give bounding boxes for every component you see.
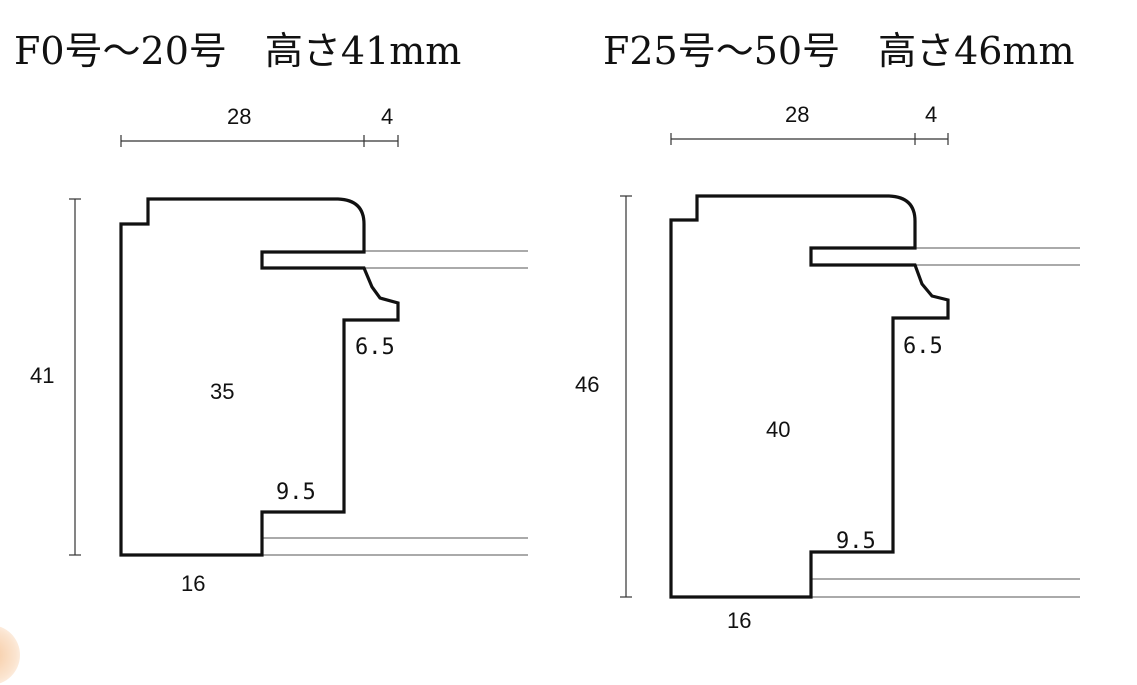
right-base-label: 16 <box>727 608 751 633</box>
right-step-label: 9.5 <box>836 529 876 554</box>
title-right: F25号〜50号 高さ46mm <box>603 29 1075 73</box>
right-profile: 28 4 46 40 6.5 9.5 16 <box>575 102 1080 633</box>
right-rebate-label: 6.5 <box>903 334 943 359</box>
right-lip-label: 4 <box>925 102 937 127</box>
left-profile: 28 4 41 35 6.5 9.5 16 <box>30 104 528 596</box>
left-width-label: 28 <box>227 104 251 129</box>
left-glass-lines <box>262 250 528 556</box>
right-height-dimension <box>620 195 632 598</box>
left-top-dimension <box>120 135 399 147</box>
left-height-dimension <box>69 198 81 556</box>
title-left: F0号〜20号 高さ41mm <box>14 29 462 73</box>
right-width-label: 28 <box>785 102 809 127</box>
left-frame-outline <box>119 197 400 557</box>
left-height-label: 41 <box>30 363 54 388</box>
right-height-label: 46 <box>575 372 599 397</box>
left-rebate-label: 6.5 <box>355 335 395 360</box>
left-step-label: 9.5 <box>276 480 316 505</box>
frame-profiles-diagram: 28 4 41 35 6.5 9.5 16 28 <box>30 102 1080 633</box>
left-inner-height-label: 35 <box>210 379 234 404</box>
left-base-label: 16 <box>181 571 205 596</box>
right-frame-outline <box>669 194 950 599</box>
right-inner-height-label: 40 <box>766 417 790 442</box>
left-lip-label: 4 <box>381 104 393 129</box>
right-top-dimension <box>670 133 949 145</box>
